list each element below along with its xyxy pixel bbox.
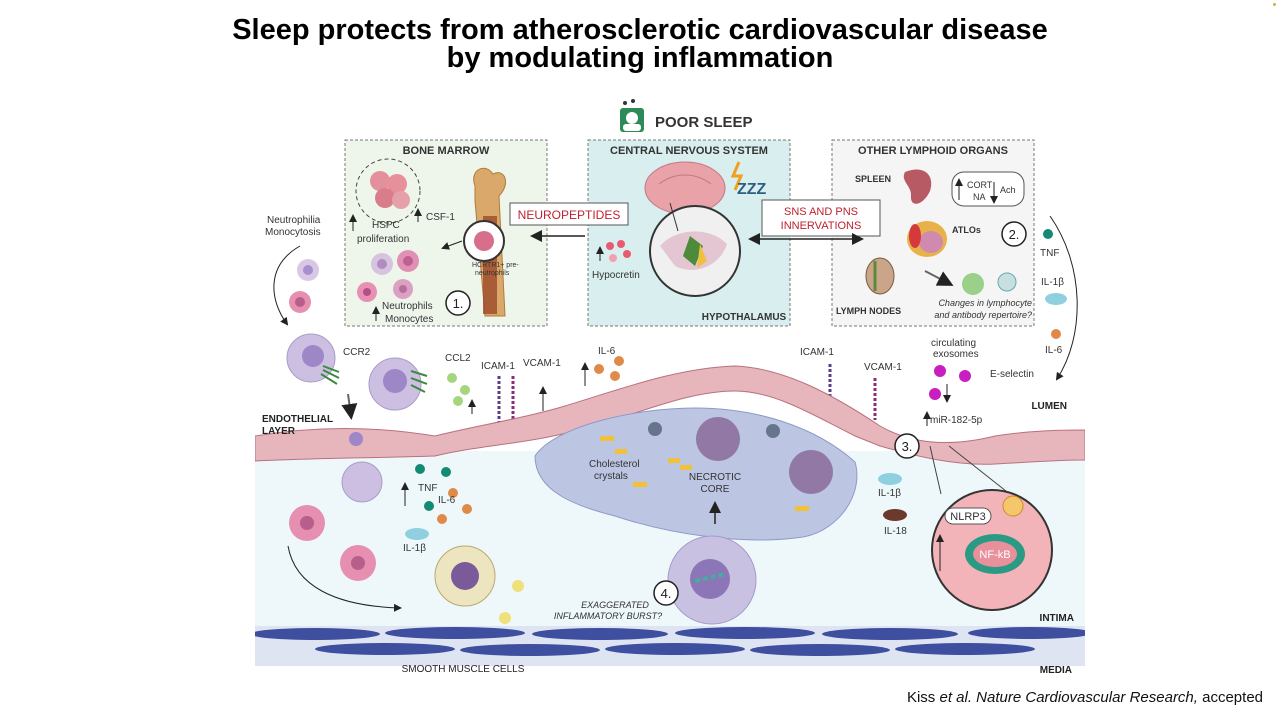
cort-label: CORT bbox=[967, 180, 993, 190]
step-3-label: 3. bbox=[902, 439, 913, 454]
corner-marker bbox=[1273, 3, 1276, 6]
neutrophilia-label: Neutrophilia bbox=[267, 215, 321, 226]
bone-marrow-title: BONE MARROW bbox=[403, 145, 490, 157]
spleen-icon bbox=[903, 169, 932, 204]
endothelial-label: ENDOTHELIAL bbox=[262, 414, 333, 425]
sns-pns-box bbox=[761, 199, 881, 237]
proliferation-label: proliferation bbox=[357, 234, 409, 245]
crystals-label: crystals bbox=[594, 471, 628, 482]
step-4-badge bbox=[653, 580, 679, 606]
cns-title: CENTRAL NERVOUS SYSTEM bbox=[610, 145, 768, 157]
step-1-label: 1. bbox=[453, 296, 464, 311]
lymph-nodes-label: LYMPH NODES bbox=[836, 306, 901, 316]
nlrp3-label: NLRP3 bbox=[950, 511, 985, 523]
vcam-right-label: VCAM-1 bbox=[864, 362, 902, 373]
neuropeptides-box bbox=[509, 202, 629, 226]
mir-label: miR-182-5p bbox=[930, 415, 983, 426]
intima-label: INTIMA bbox=[1040, 613, 1074, 624]
media-label: MEDIA bbox=[1040, 665, 1072, 676]
step-2-label: 2. bbox=[1009, 227, 1020, 242]
tnf-right-label: TNF bbox=[1040, 248, 1059, 259]
hspc-cluster bbox=[355, 158, 421, 224]
atlos-label: ATLOs bbox=[952, 225, 981, 235]
neuropeptides-label: NEUROPEPTIDES bbox=[518, 208, 621, 222]
circulating-label: circulating bbox=[931, 338, 976, 349]
ach-label: Ach bbox=[1000, 185, 1016, 195]
ccr2-label: CCR2 bbox=[343, 347, 371, 358]
icam-left-label: ICAM-1 bbox=[481, 361, 515, 372]
lymph-node-icon bbox=[865, 257, 895, 295]
step-1-badge bbox=[445, 290, 471, 316]
il1b-right-label: IL-1β bbox=[1041, 277, 1064, 288]
neutrophils-label: Neutrophils bbox=[382, 301, 433, 312]
citation-journal: Nature Cardiovascular Research, bbox=[972, 689, 1198, 706]
necrotic-label-2: CORE bbox=[701, 484, 730, 495]
sns-label: SNS AND PNS bbox=[784, 206, 858, 218]
il6-intima-label: IL-6 bbox=[438, 495, 456, 506]
hypocretin-label: Hypocretin bbox=[592, 270, 640, 281]
il1b-intima-label: IL-1β bbox=[403, 543, 426, 554]
smooth-muscle-label: SMOOTH MUSCLE CELLS bbox=[402, 664, 525, 675]
spleen-label: SPLEEN bbox=[855, 174, 891, 184]
slide-title-line-1: Sleep protects from atherosclerotic card… bbox=[232, 14, 1048, 46]
icam-right-label: ICAM-1 bbox=[800, 347, 834, 358]
smooth-muscle-cells bbox=[255, 627, 1085, 656]
cholesterol-crystals bbox=[600, 436, 809, 511]
bone-marrow-panel bbox=[344, 139, 548, 327]
burst-label: INFLAMMATORY BURST? bbox=[554, 611, 662, 621]
ccl2-label: CCL2 bbox=[445, 353, 471, 364]
transmigrating-monocyte bbox=[341, 461, 383, 503]
lumen-label: LUMEN bbox=[1031, 401, 1067, 412]
changes-label-2: and antibody repertoire? bbox=[934, 310, 1032, 320]
layer-label: LAYER bbox=[262, 426, 296, 437]
hspc-label: HSPC bbox=[372, 220, 400, 231]
atherosclerosis-diagram: POOR SLEEP BONE MARROW CENTRAL NERVOUS S… bbox=[255, 99, 1085, 676]
citation-status: accepted bbox=[1197, 689, 1263, 706]
lymphocyte-teal bbox=[997, 272, 1017, 292]
monocytes-label: Monocytes bbox=[385, 314, 433, 325]
hypothalamus-label: HYPOTHALAMUS bbox=[702, 312, 787, 323]
bone-marrow-out-arrow bbox=[273, 245, 301, 326]
nfkb-label: NF-kB bbox=[979, 549, 1010, 561]
atlo-icon bbox=[907, 221, 947, 257]
cort-na-ach-box bbox=[951, 171, 1025, 207]
eselectin-label: E-selectin bbox=[990, 369, 1034, 380]
lightning-icon bbox=[730, 161, 744, 191]
vcam-left-label: VCAM-1 bbox=[523, 358, 561, 369]
pre-neutrophils-label: neutrophils bbox=[475, 270, 510, 277]
necrotic-cell-1 bbox=[696, 417, 740, 461]
nlrp3-box bbox=[944, 507, 992, 525]
monocytosis-label: Monocytosis bbox=[265, 227, 321, 238]
poor-sleep-label: POOR SLEEP bbox=[655, 114, 753, 131]
changes-label-1: Changes in lymphocyte bbox=[938, 298, 1032, 308]
poor-sleep-icon bbox=[620, 99, 644, 132]
tnf-intima-label: TNF bbox=[418, 483, 437, 494]
step-4-label: 4. bbox=[661, 586, 672, 601]
lymphocyte-green bbox=[962, 273, 984, 295]
na-label: NA bbox=[973, 192, 986, 202]
lymphoid-title: OTHER LYMPHOID ORGANS bbox=[858, 145, 1008, 157]
citation: Kiss et al. Nature Cardiovascular Resear… bbox=[907, 689, 1263, 706]
csf1-label: CSF-1 bbox=[426, 212, 455, 223]
innervations-label: INNERVATIONS bbox=[781, 220, 862, 232]
citation-authors: Kiss bbox=[906, 689, 940, 706]
necrotic-cell-2 bbox=[789, 450, 833, 494]
citation-etal: et al. bbox=[939, 689, 973, 706]
slide-title-line-2: by modulating inflammation bbox=[446, 42, 834, 74]
exaggerated-label: EXAGGERATED bbox=[581, 600, 649, 610]
il6-right-label: IL-6 bbox=[1045, 345, 1063, 356]
il1b-plaque-label: IL-1β bbox=[878, 488, 901, 499]
step-2-badge bbox=[1001, 221, 1027, 247]
step-3-badge bbox=[894, 433, 920, 459]
hcrtr1-label: HCRTR1+ pre- bbox=[472, 262, 519, 269]
necrotic-label-1: NECROTIC bbox=[689, 472, 741, 483]
lymphoid-to-lumen-arrow bbox=[1049, 215, 1078, 381]
cholesterol-label: Cholesterol bbox=[589, 459, 640, 470]
il6-mid-label: IL-6 bbox=[598, 346, 616, 357]
plaque-region bbox=[534, 407, 858, 541]
il18-label: IL-18 bbox=[884, 526, 907, 537]
zzz-label: ZZZ bbox=[737, 181, 767, 198]
exosomes-label: exosomes bbox=[933, 349, 979, 360]
